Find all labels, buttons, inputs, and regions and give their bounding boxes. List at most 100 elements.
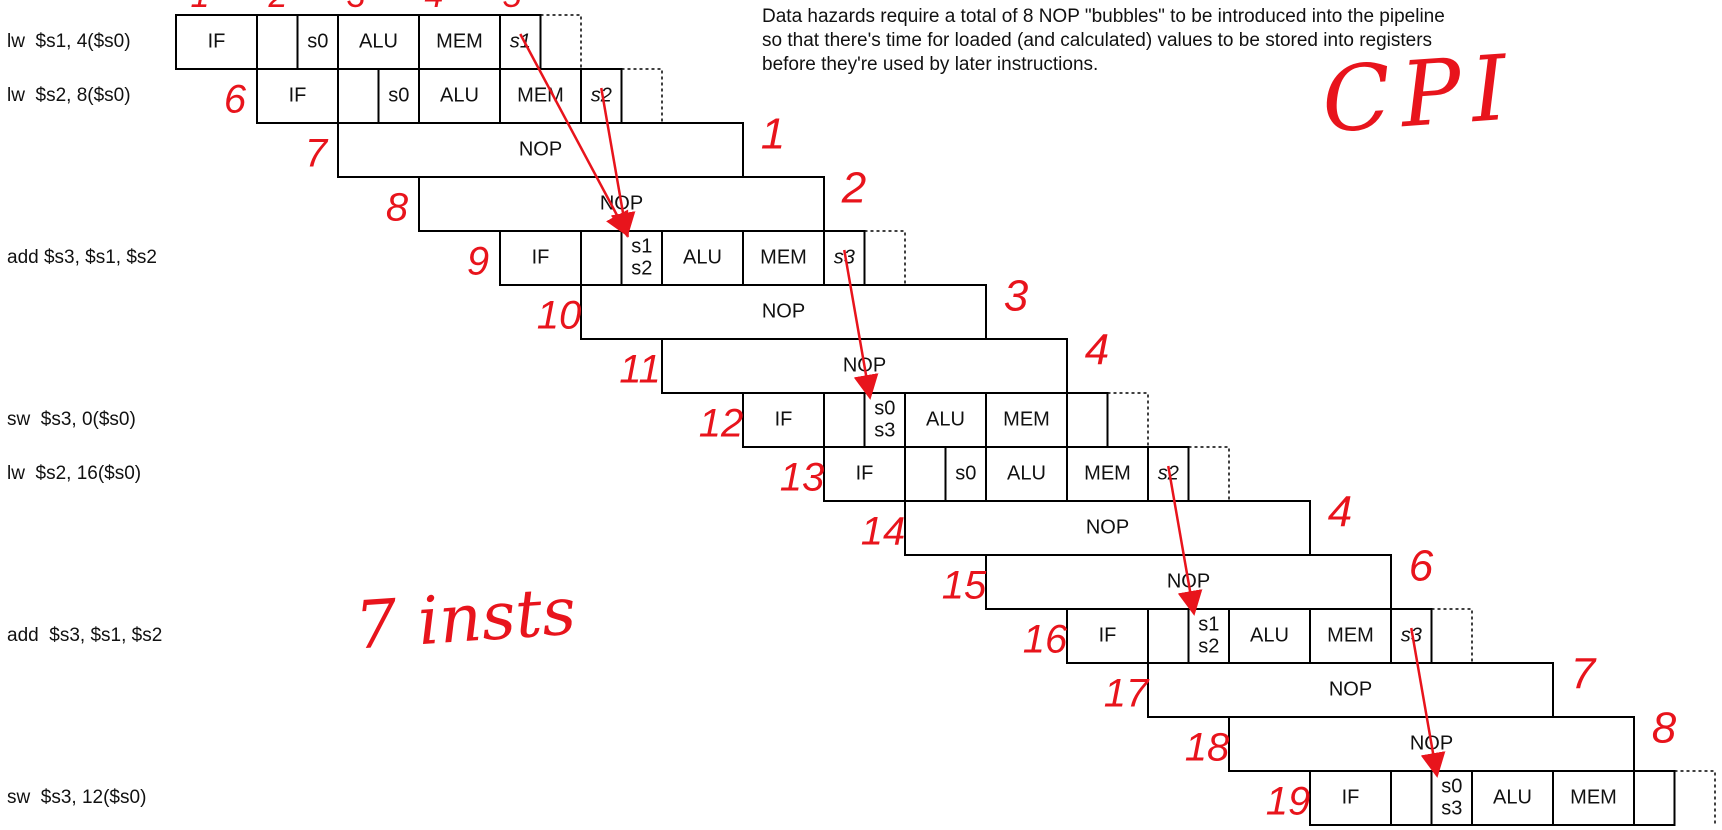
stage-mem-cell <box>499 68 582 124</box>
stage-wb-register-cell <box>1633 770 1676 826</box>
bubble-count-annotation: 8 <box>1652 704 1677 753</box>
stage-alu-cell <box>1471 770 1554 826</box>
stage-id-blank-cell <box>1390 770 1433 826</box>
cycle-number-annotation: 13 <box>780 456 825 500</box>
instruction-pipeline-row: IFs0ALUMEMs213 <box>780 446 1230 502</box>
cycle-number-annotation: 16 <box>1023 618 1068 662</box>
top-partial-digit: 2 <box>268 0 288 15</box>
stage-id-registers: s1 <box>1198 613 1219 635</box>
stage-mem: MEM <box>760 246 807 268</box>
stage-mem: MEM <box>1084 462 1131 484</box>
instruction-pipeline-row: IFs0ALUMEMs26 <box>224 68 663 124</box>
stage-wb-register-cell <box>1147 446 1190 502</box>
bubble-count-annotation: 1 <box>761 110 785 159</box>
bubble-count-annotation: 3 <box>1004 272 1029 321</box>
bubble-count-annotation: 6 <box>1409 542 1434 591</box>
dotted-wb-box <box>1431 608 1473 663</box>
dotted-wb-box <box>864 230 906 285</box>
stage-id-registers: s0 <box>307 30 328 52</box>
hazard-arrow <box>519 33 629 238</box>
nop-label: NOP <box>762 300 805 322</box>
stage-id-registers: s0 <box>874 397 895 419</box>
hazard-arrow <box>1410 627 1446 778</box>
stage-alu: ALU <box>1493 786 1532 808</box>
cycle-number-annotation: 18 <box>1185 726 1230 770</box>
bubble-count-annotation: 2 <box>841 164 866 213</box>
stage-alu-cell <box>904 392 987 448</box>
stage-id-blank-cell <box>580 230 623 286</box>
cycle-number-annotation: 10 <box>537 294 582 338</box>
hazard-arrow <box>1167 465 1203 616</box>
hazard-note: Data hazards require a total of 8 NOP "b… <box>762 6 1445 75</box>
stage-if-cell <box>1066 608 1149 664</box>
stage-alu-cell <box>1228 608 1311 664</box>
cycle-number-annotation: 14 <box>861 510 906 554</box>
instruction-label: lw $s1, 4($s0) <box>7 31 131 52</box>
stage-mem-cell <box>1552 770 1635 826</box>
stage-id-blank-cell <box>256 14 299 70</box>
stage-wb-register-cell <box>1066 392 1109 448</box>
cycle-number-annotation: 6 <box>224 78 247 122</box>
stage-wb-register-cell <box>823 230 866 286</box>
nop-bubble-row: NOP818 <box>1185 704 1677 772</box>
stage-id-registers: s0 <box>388 84 409 106</box>
stage-if: IF <box>775 408 793 430</box>
stage-alu-cell <box>661 230 744 286</box>
bubble-count-annotation: 4 <box>1328 488 1352 537</box>
instruction-label: add $s3, $s1, $s2 <box>7 625 163 646</box>
hazard-arrow <box>843 249 879 400</box>
instruction-label: add $s3, $s1, $s2 <box>7 247 157 268</box>
nop-block <box>904 500 1311 556</box>
stage-if: IF <box>1342 786 1360 808</box>
stage-if: IF <box>1099 624 1117 646</box>
stage-id-registers: s2 <box>1198 635 1219 657</box>
nop-bubble-row: NOP 3 10 <box>537 272 1029 340</box>
top-partial-digit: 4 <box>425 0 444 15</box>
dotted-wb-box <box>1674 770 1716 825</box>
stage-if-cell <box>1309 770 1392 826</box>
stage-id-registers-cell <box>620 230 663 286</box>
stage-id-registers: s3 <box>874 419 895 441</box>
instruction-label: sw $s3, 12($s0) <box>7 787 147 808</box>
cycle-number-annotation: 11 <box>619 348 661 392</box>
top-partial-digit: 3 <box>347 0 366 15</box>
stage-id-registers: s1 <box>631 235 652 257</box>
stage-mem-cell <box>1309 608 1392 664</box>
bubble-count-annotation: 4 <box>1085 326 1109 375</box>
cycle-number-annotation: 12 <box>699 402 744 446</box>
cycle-number-annotation: 8 <box>386 186 409 230</box>
stage-alu: ALU <box>683 246 722 268</box>
nop-bubble-row: NOP 4 14 <box>861 488 1352 556</box>
stage-mem: MEM <box>1003 408 1050 430</box>
stage-mem: MEM <box>1327 624 1374 646</box>
instruction-label: lw $s2, 16($s0) <box>7 463 142 484</box>
stage-id-registers: s2 <box>631 257 652 279</box>
stage-if-cell <box>823 446 906 502</box>
instruction-pipeline-row: IFs1s2ALUMEMs39 <box>467 230 906 286</box>
stage-if: IF <box>289 84 307 106</box>
stage-if: IF <box>856 462 874 484</box>
top-partial-digit: 5 <box>503 0 522 15</box>
nop-label: NOP <box>1086 516 1129 538</box>
stage-id-registers: s3 <box>1441 797 1462 819</box>
cycle-number-annotation: 15 <box>942 564 987 608</box>
dotted-wb-box <box>621 68 663 123</box>
stage-alu-cell <box>985 446 1068 502</box>
stage-mem-cell <box>418 14 501 70</box>
stage-mem: MEM <box>1570 786 1617 808</box>
cycle-number-annotation: 19 <box>1266 780 1311 824</box>
top-partial-digit: 1 <box>191 0 210 15</box>
stage-alu: ALU <box>1250 624 1289 646</box>
stage-id-blank-cell <box>1147 608 1190 664</box>
instruction-label: sw $s3, 0($s0) <box>7 409 136 430</box>
bubble-count-annotation: 7 <box>1571 650 1597 699</box>
stage-mem-cell <box>985 392 1068 448</box>
instruction-label: lw $s2, 8($s0) <box>7 85 131 106</box>
stage-id-blank-cell <box>904 446 947 502</box>
stage-id-blank-cell <box>337 68 380 124</box>
stage-id-registers: s0 <box>955 462 976 484</box>
stage-alu: ALU <box>359 30 398 52</box>
stage-if-cell <box>499 230 582 286</box>
